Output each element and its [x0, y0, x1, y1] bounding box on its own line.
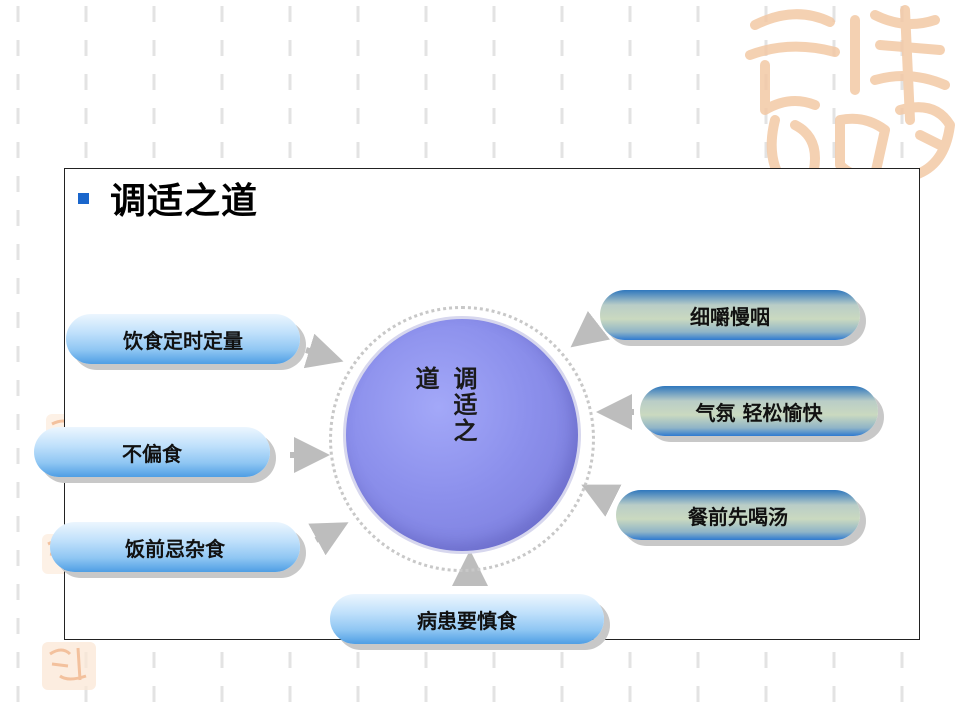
item-label: 不偏食 — [122, 441, 182, 466]
center-label-col1: 调适之 — [449, 366, 477, 444]
center-circle — [343, 316, 581, 554]
center-circle-ring — [329, 306, 595, 572]
item-label: 餐前先喝汤 — [688, 504, 788, 529]
arrow-icon — [570, 311, 610, 348]
arrow-icon — [308, 522, 349, 556]
square-bullet-icon — [78, 192, 89, 204]
arrow-icon — [303, 333, 344, 369]
item-right-1: 细嚼慢咽 — [600, 290, 860, 340]
item-bottom: 病患要慎食 — [330, 594, 604, 644]
item-label: 气氛 轻松愉快 — [695, 400, 823, 425]
item-label: 饮食定时定量 — [123, 328, 243, 353]
center-label-col2: 道 — [411, 366, 439, 392]
item-label: 饭前忌杂食 — [125, 536, 225, 561]
item-right-2: 气氛 轻松愉快 — [640, 386, 878, 436]
item-right-3: 餐前先喝汤 — [616, 490, 860, 540]
title-row: 调适之道 — [78, 174, 258, 222]
item-left-2: 不偏食 — [34, 427, 270, 477]
item-left-1: 饮食定时定量 — [66, 314, 300, 364]
item-left-3: 饭前忌杂食 — [50, 522, 300, 572]
item-label: 病患要慎食 — [417, 608, 517, 633]
arrow-icon — [581, 484, 622, 517]
item-label: 细嚼慢咽 — [690, 304, 770, 329]
seal-stamp-icon — [42, 642, 96, 690]
slide-title: 调适之道 — [110, 181, 259, 222]
